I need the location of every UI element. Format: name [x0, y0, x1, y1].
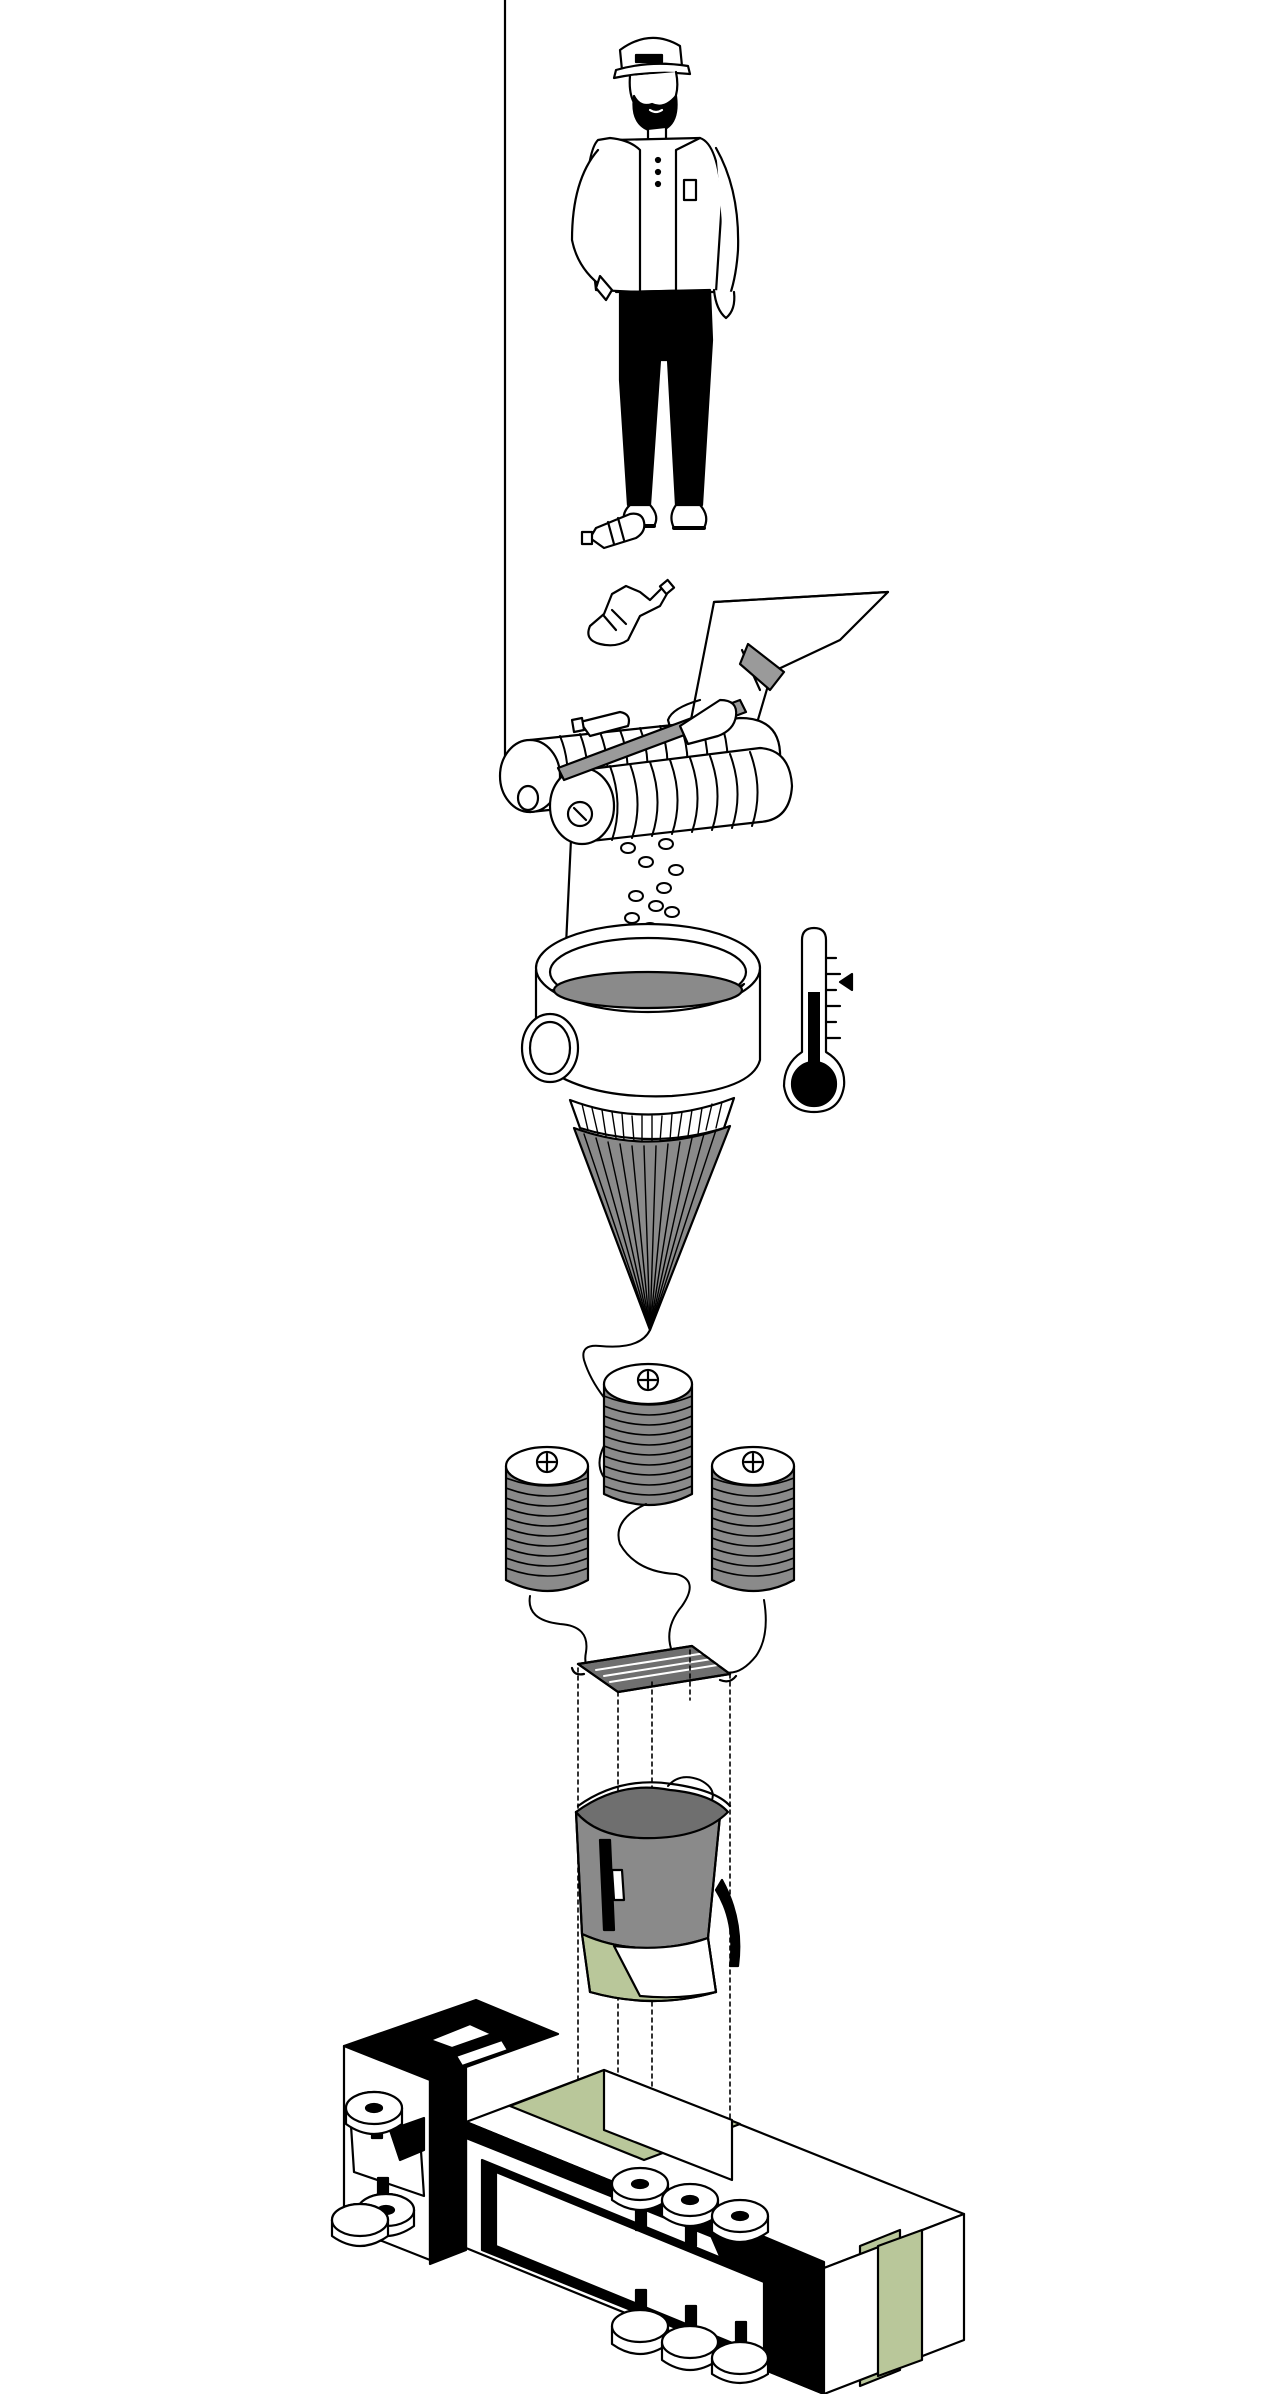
- wheel-icon: [610, 2166, 670, 2232]
- bag-icon: [574, 1776, 741, 2003]
- thermometer-icon: [782, 926, 854, 1114]
- woven-fabric-icon: [570, 1644, 738, 1694]
- bottle-icon: [580, 512, 646, 550]
- yarn-spool-icon: [504, 1362, 796, 1677]
- crushed-bottle-icon: [587, 578, 676, 647]
- wheel-icon: [710, 2198, 770, 2264]
- wheel-icon: [710, 2320, 770, 2385]
- person-icon: [570, 36, 740, 530]
- truck-icon: [330, 1998, 966, 2394]
- wheel-icon: [344, 2090, 404, 2140]
- spinneret-cone-icon: [572, 1124, 732, 1487]
- wheel-icon: [660, 2182, 720, 2248]
- wheel-icon: [660, 2304, 720, 2371]
- wheel-icon: [330, 2202, 390, 2247]
- melting-pot-icon: [520, 922, 762, 1143]
- shredder-rollers-icon: [498, 590, 890, 846]
